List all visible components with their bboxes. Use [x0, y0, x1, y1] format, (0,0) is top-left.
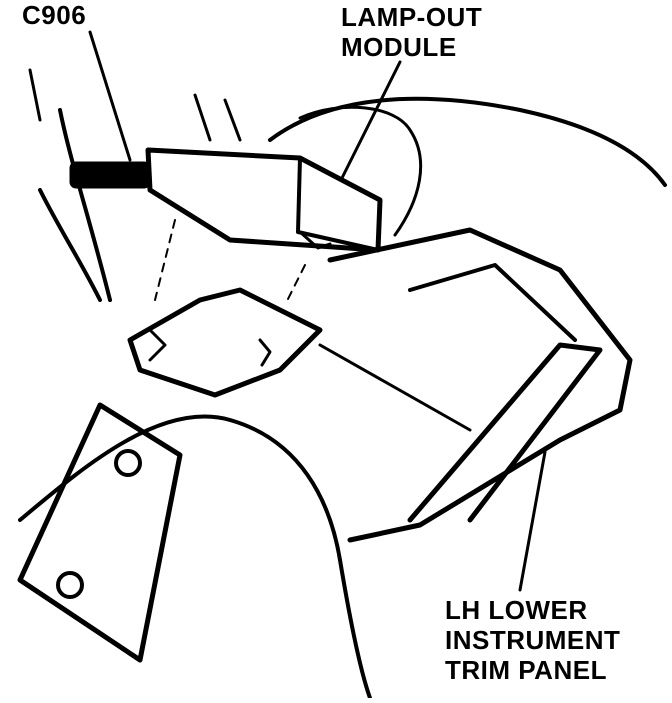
- bracket-clip-left: [148, 328, 167, 362]
- trim-panel-strip: [407, 342, 603, 523]
- harness-wire-2: [58, 108, 112, 302]
- panel-leader-line: [518, 450, 547, 592]
- frame-post-2: [223, 98, 242, 142]
- hand-outline: [298, 105, 423, 237]
- install-guide-dash-2: [284, 264, 306, 306]
- mounting-bracket: [127, 287, 323, 398]
- bolt-hole-lower: [56, 571, 84, 599]
- c906-connector: [69, 161, 151, 189]
- trim-panel-label-line-2: INSTRUMENT: [445, 625, 621, 655]
- lamp-out-module-label-line-1: LAMP-OUT: [341, 2, 483, 32]
- lower-bracket-plate: [17, 402, 183, 663]
- trim-panel-label-line-3: TRIM PANEL: [445, 655, 607, 685]
- trim-panel-label: LH LOWER INSTRUMENT TRIM PANEL: [445, 595, 620, 685]
- harness-wire-3: [28, 68, 42, 122]
- trim-panel-edge: [408, 263, 577, 342]
- lamp-out-module-body: [145, 147, 383, 253]
- frame-post-1: [193, 93, 212, 142]
- c906-leader-line: [88, 30, 132, 162]
- lamp-out-module-label: LAMP-OUT MODULE: [341, 2, 482, 62]
- lamp-out-module-tab: [298, 230, 332, 250]
- lamp-out-module-label-line-2: MODULE: [341, 32, 457, 62]
- trim-panel-outline: [327, 227, 633, 543]
- trim-panel-label-line-1: LH LOWER: [445, 595, 588, 625]
- lamp-out-module-face: [296, 156, 380, 252]
- lower-hand-outline: [18, 414, 372, 700]
- upper-dash-outline: [268, 96, 667, 187]
- trim-panel-rail: [318, 343, 472, 432]
- bracket-clip-right: [258, 338, 272, 367]
- module-leader-line: [340, 60, 402, 180]
- harness-wire-1: [38, 188, 102, 302]
- install-guide-dash-1: [154, 219, 176, 301]
- bolt-hole-upper: [114, 449, 142, 477]
- c906-label: C906: [22, 0, 87, 30]
